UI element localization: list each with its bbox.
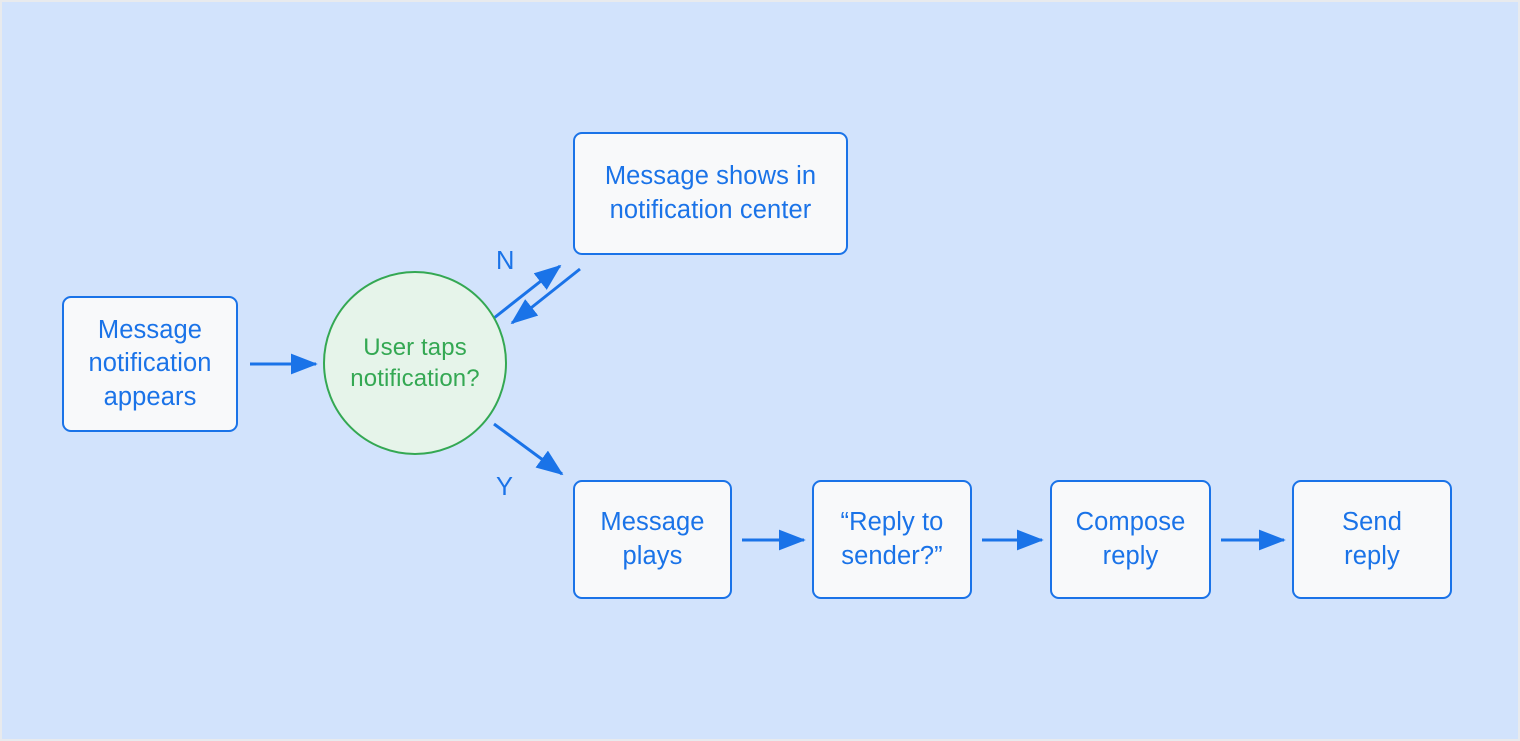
node-compose-reply[interactable]: Compose reply (1050, 480, 1211, 599)
node-message-notification-appears[interactable]: Message notification appears (62, 296, 238, 432)
node-user-taps-notification[interactable]: User taps notification? (323, 271, 507, 455)
edge-label-yes: Y (496, 473, 514, 501)
node-message-shows-in-notification-center[interactable]: Message shows in notification center (573, 132, 848, 255)
node-send-reply[interactable]: Send reply (1292, 480, 1452, 599)
node-message-plays[interactable]: Message plays (573, 480, 732, 599)
connector-decision-yes-to-message-plays (493, 422, 564, 476)
connector-notification-center-back-to-decision (510, 267, 581, 325)
edge-label-no: N (496, 247, 515, 275)
node-reply-to-sender[interactable]: “Reply to sender?” (812, 480, 972, 599)
